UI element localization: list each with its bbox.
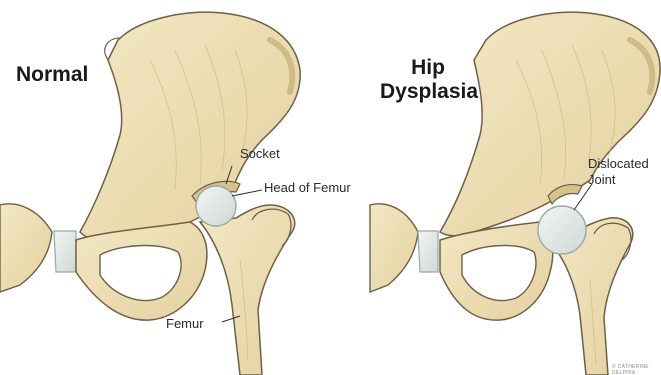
femoral-head — [196, 186, 236, 226]
sacrum-left-bone — [0, 204, 52, 292]
sacrum-right-bone — [370, 204, 418, 292]
dislocated-label-line2: Joint — [588, 172, 649, 188]
pubic-symphysis — [54, 231, 76, 272]
dislocated-joint-label: Dislocated Joint — [588, 156, 649, 188]
artist-credit: © CATHERINE DELPHIA — [612, 364, 661, 375]
dislocated-label-line1: Dislocated — [588, 156, 649, 172]
head-of-femur-label: Head of Femur — [264, 180, 351, 196]
normal-title: Normal — [16, 63, 88, 87]
dislocated-femoral-head — [538, 206, 586, 254]
socket-label: Socket — [240, 146, 280, 162]
femur-label: Femur — [166, 316, 204, 332]
pubic-symphysis-right — [418, 231, 438, 272]
ilium-wing-right — [440, 12, 660, 236]
dysplasia-title-line1: Hip — [380, 56, 476, 80]
dysplasia-title-line2: Dysplasia — [380, 80, 476, 104]
dysplasia-title: Hip Dysplasia — [380, 56, 476, 104]
